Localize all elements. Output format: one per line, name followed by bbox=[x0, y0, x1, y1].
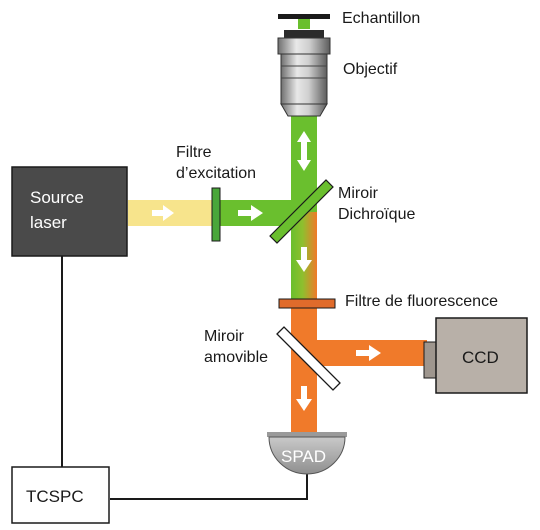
removable-mirror-label-line1: Miroir bbox=[204, 328, 245, 345]
arrow-down-spad-icon bbox=[296, 386, 312, 411]
fluorescence-filter-label: Filtre de fluorescence bbox=[345, 293, 498, 310]
arrow-excitation-right-icon bbox=[238, 205, 263, 221]
fluorescence-filter bbox=[278, 298, 336, 309]
arrow-bidirectional-vertical-icon bbox=[297, 131, 311, 171]
arrow-down-mixed-icon bbox=[296, 247, 312, 272]
sample-emission-beam bbox=[298, 19, 310, 29]
sample-slide bbox=[278, 14, 330, 19]
spad-window bbox=[267, 432, 347, 437]
spad-detector bbox=[268, 436, 346, 475]
source-laser-box bbox=[11, 166, 128, 257]
excitation-filter-label-line2: d’excitation bbox=[176, 165, 256, 182]
dichroic-mirror-label-line1: Miroir bbox=[338, 185, 379, 202]
tcspc-label: TCSPC bbox=[26, 487, 84, 506]
ccd-label: CCD bbox=[462, 348, 499, 367]
dichroic-mirror-label-line2: Dichroïque bbox=[338, 206, 415, 223]
objective-lens bbox=[277, 30, 331, 117]
spad-label: SPAD bbox=[281, 447, 326, 466]
arrow-laser-right-icon bbox=[152, 205, 174, 221]
excitation-filter bbox=[211, 187, 221, 242]
excitation-filter-label-line1: Filtre bbox=[176, 144, 212, 161]
source-laser-label-line2: laser bbox=[30, 213, 67, 232]
objectif-label: Objectif bbox=[343, 61, 398, 78]
echantillon-label: Echantillon bbox=[342, 10, 420, 27]
fluorescence-beam-vertical bbox=[291, 308, 317, 436]
arrow-to-ccd-right-icon bbox=[356, 345, 381, 361]
wire-spad-to-tcspc bbox=[110, 472, 308, 500]
ccd-mount bbox=[423, 341, 437, 379]
ccd-camera-box bbox=[435, 317, 528, 394]
removable-mirror-label-line2: amovible bbox=[204, 349, 268, 366]
source-laser-label-line1: Source bbox=[30, 188, 84, 207]
removable-mirror bbox=[276, 326, 341, 391]
dichroic-mirror bbox=[269, 179, 334, 244]
tcspc-box bbox=[11, 466, 110, 524]
